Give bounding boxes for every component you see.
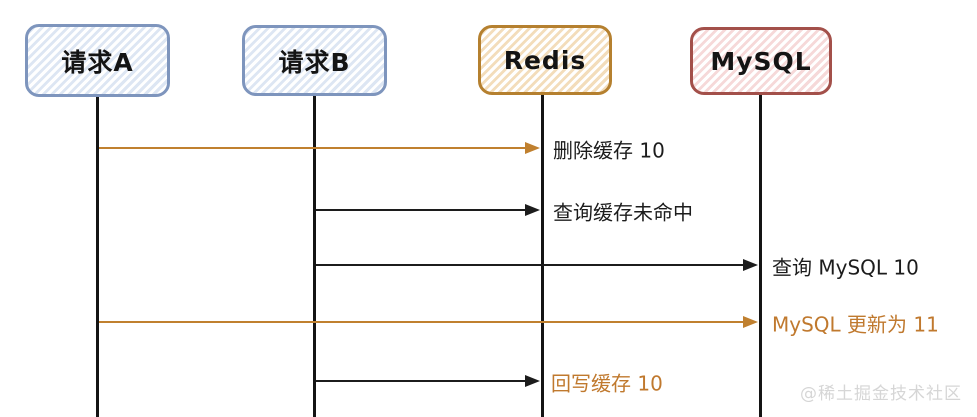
arrow-line (316, 264, 749, 266)
arrow-line (99, 321, 749, 323)
arrow-head-icon (525, 375, 540, 387)
actor-label-request-a: 请求A (61, 47, 134, 77)
message-arrow-write-back (316, 375, 540, 387)
arrow-head-icon (743, 316, 758, 328)
message-arrow-mysql-update (99, 316, 758, 328)
watermark: @稀土掘金技术社区 (800, 384, 962, 404)
arrow-head-icon (525, 142, 540, 154)
lifeline-request-b (313, 96, 316, 417)
lifeline-mysql (759, 95, 762, 417)
lifeline-request-a (96, 97, 99, 417)
actor-label-mysql: MySQL (710, 46, 812, 76)
arrow-line (316, 380, 531, 382)
message-label-cache-miss: 查询缓存未命中 (553, 200, 693, 225)
arrow-head-icon (743, 259, 758, 271)
actor-box-redis: Redis (478, 25, 612, 95)
arrow-line (99, 147, 531, 149)
actor-label-redis: Redis (503, 45, 587, 75)
message-arrow-cache-miss (316, 204, 540, 216)
actor-box-mysql: MySQL (690, 27, 832, 95)
actor-box-request-a: 请求A (25, 24, 170, 97)
message-label-query-mysql: 查询 MySQL 10 (772, 255, 919, 280)
lifeline-redis (541, 95, 544, 417)
message-label-write-back: 回写缓存 10 (551, 371, 663, 396)
arrow-line (316, 209, 531, 211)
message-arrow-delete-cache (99, 142, 540, 154)
actor-box-request-b: 请求B (242, 25, 387, 96)
message-label-delete-cache: 删除缓存 10 (553, 138, 665, 163)
message-arrow-query-mysql (316, 259, 758, 271)
arrow-head-icon (525, 204, 540, 216)
actor-label-request-b: 请求B (278, 47, 351, 77)
message-label-mysql-update: MySQL 更新为 11 (772, 312, 939, 337)
